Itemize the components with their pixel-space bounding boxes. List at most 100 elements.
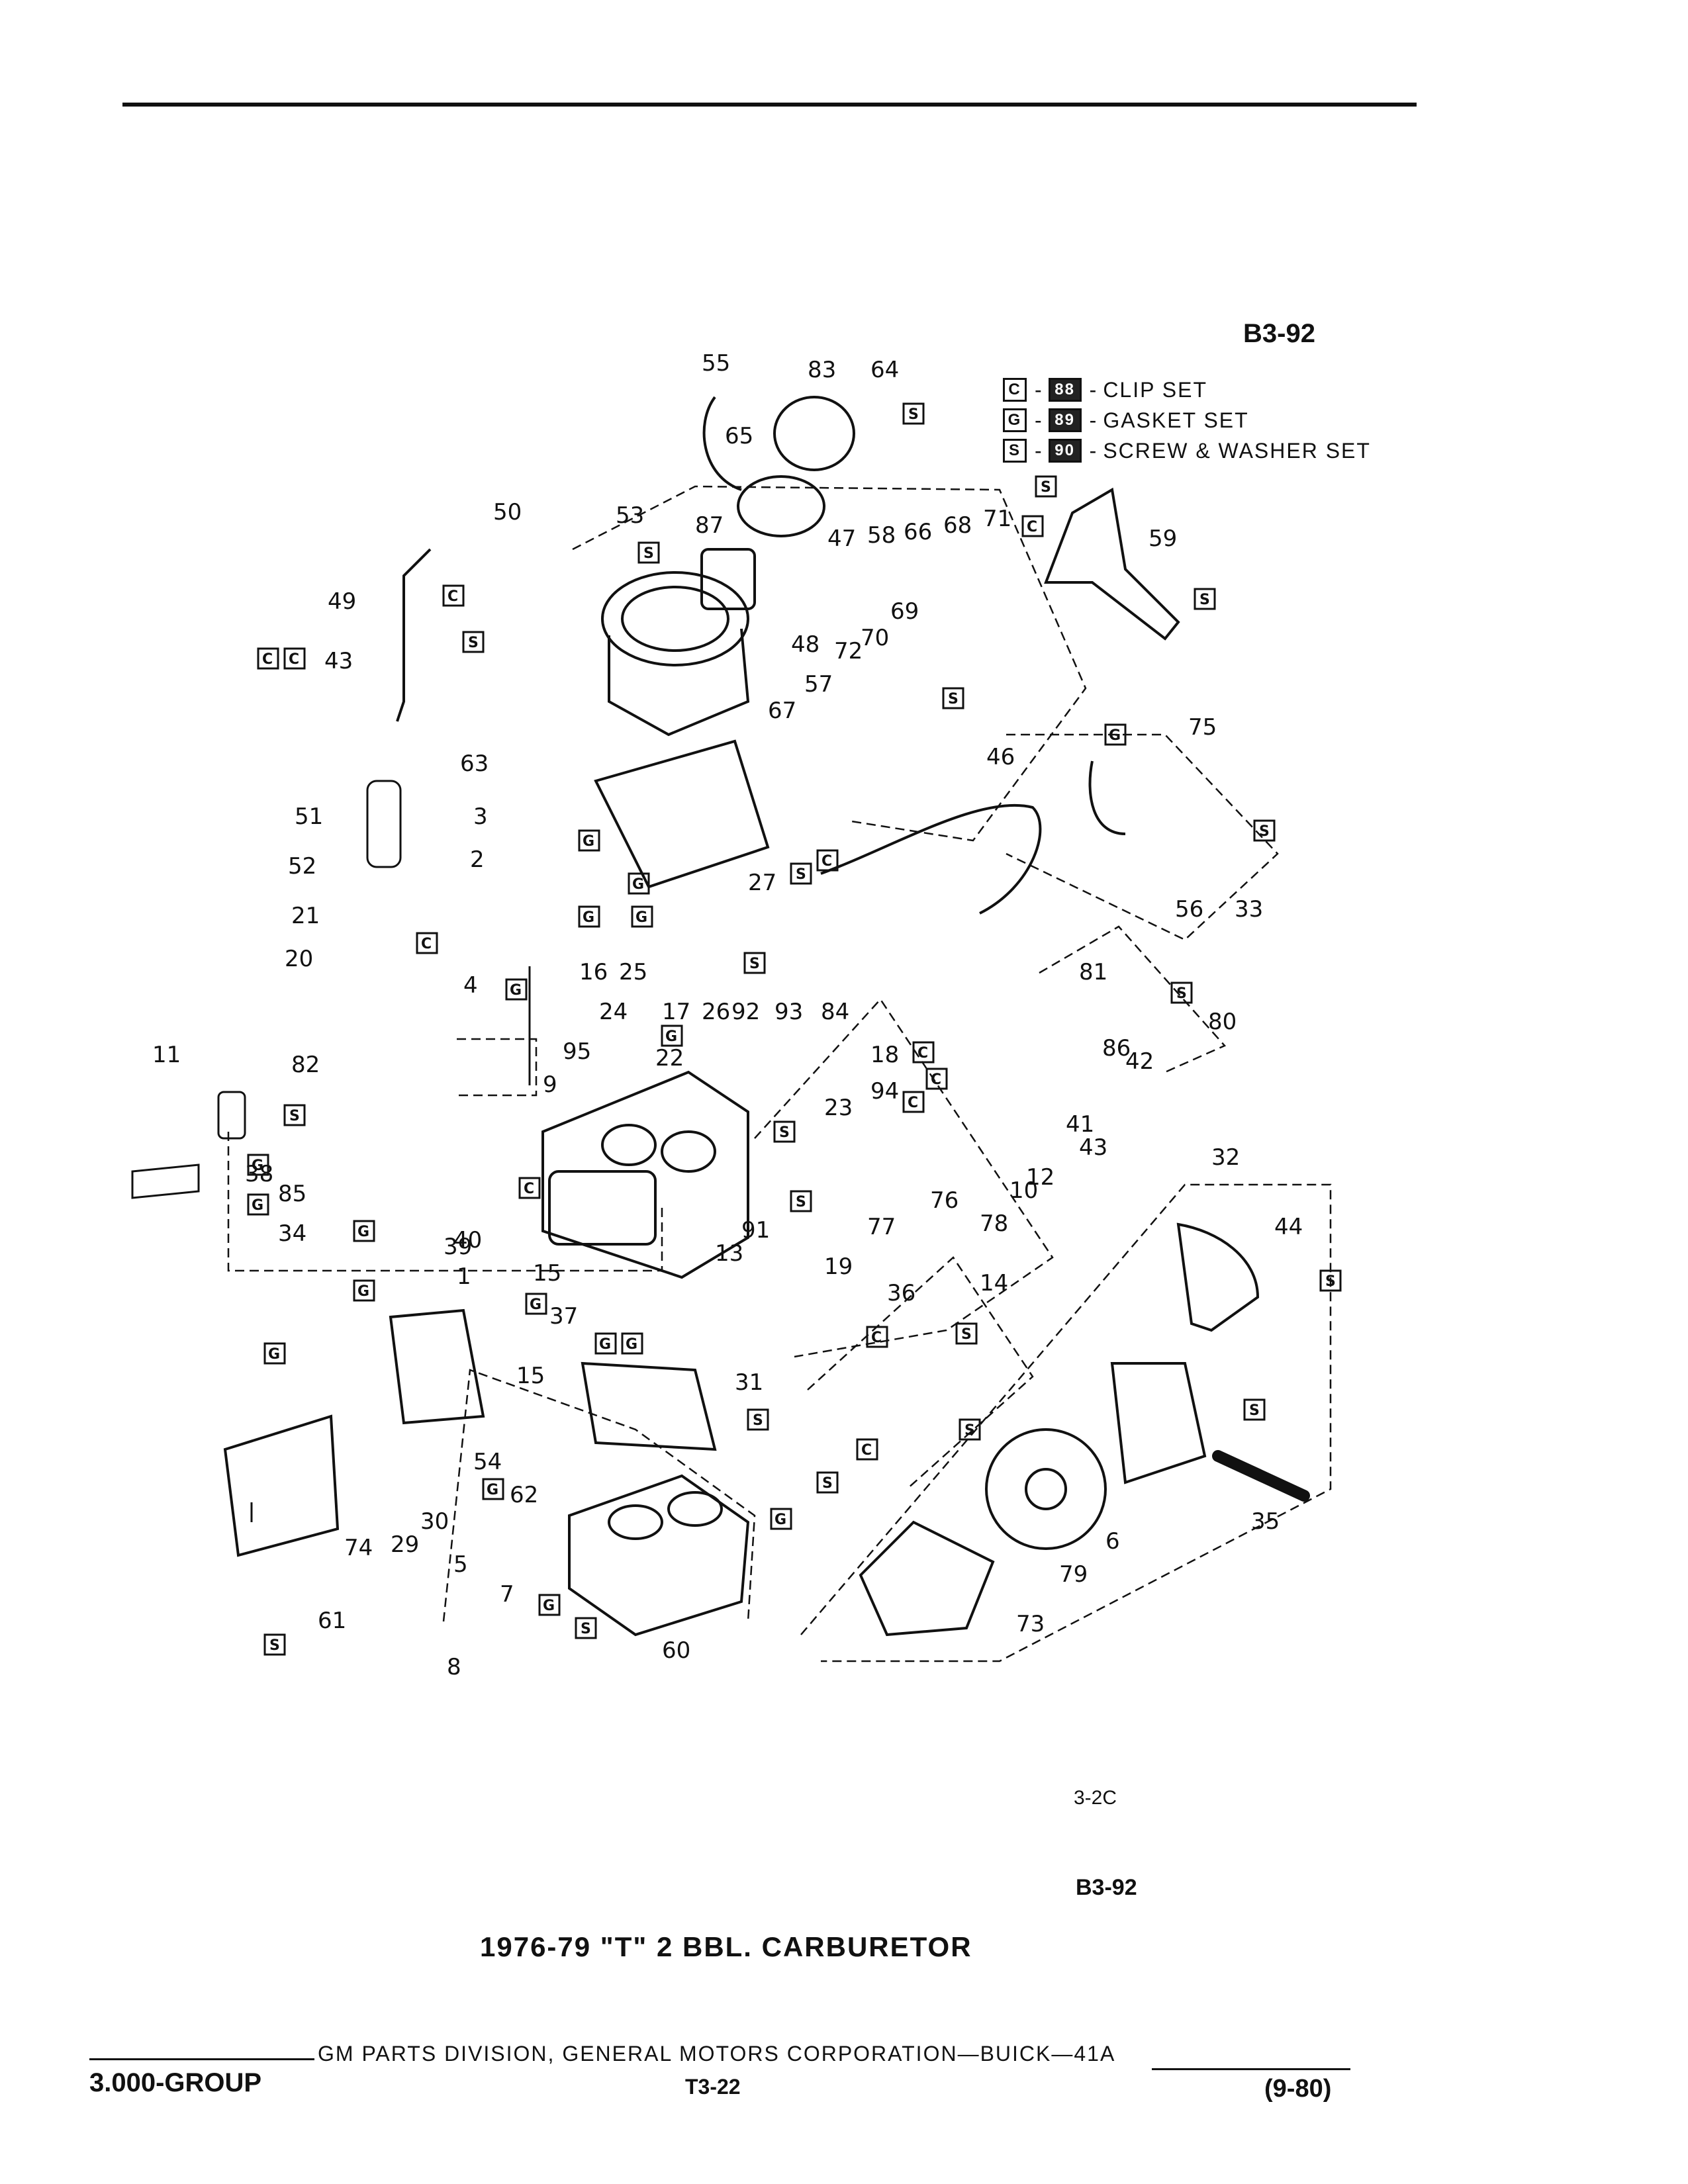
- callout: 61: [318, 1608, 346, 1634]
- clip-set-marker: C: [289, 651, 299, 668]
- legend-number-box: 88: [1048, 378, 1082, 402]
- screw-set-marker: S: [961, 1326, 972, 1343]
- gasket-set-marker: G: [252, 1197, 263, 1214]
- set-markers: S C S S C S S C C S G S G G S C G G S: [247, 402, 1342, 1656]
- callout: 36: [887, 1280, 915, 1306]
- callout: 79: [1059, 1561, 1088, 1588]
- gasket-set-marker: G: [583, 833, 594, 850]
- callout: 58: [867, 522, 896, 549]
- clip-set-marker: C: [861, 1442, 872, 1459]
- callout: 55: [702, 350, 730, 377]
- callout: 26: [702, 999, 730, 1025]
- screw-set-marker: S: [1041, 479, 1051, 496]
- callout: 10: [1009, 1177, 1038, 1204]
- callout: 81: [1079, 959, 1107, 985]
- gasket-set-marker: G: [268, 1346, 280, 1363]
- callout: 13: [715, 1240, 743, 1267]
- callout: 31: [735, 1369, 763, 1396]
- legend-number-box: 90: [1048, 439, 1082, 463]
- callout: 68: [943, 512, 972, 539]
- callout: 30: [420, 1508, 449, 1535]
- callout: 46: [986, 744, 1015, 770]
- footer-rule-left: [89, 2058, 314, 2060]
- callout: 47: [827, 525, 856, 552]
- throttle-body-outline: [442, 1369, 756, 1622]
- gasket-set-marker: G: [635, 909, 647, 926]
- legend-label: CLIP SET: [1103, 377, 1207, 402]
- clip-set-marker: C: [821, 853, 832, 870]
- callout: 56: [1175, 896, 1203, 923]
- callout: 20: [285, 946, 313, 972]
- footer-page: T3-22: [685, 2075, 741, 2099]
- callout: 76: [930, 1187, 959, 1214]
- callout: 95: [563, 1038, 591, 1065]
- lever-outline: [1039, 925, 1227, 1073]
- callout: 16: [579, 959, 608, 985]
- tubes-and-wires: [396, 548, 1310, 1502]
- pump-assembly: [859, 1222, 1260, 1637]
- screw-set-marker: S: [749, 956, 760, 972]
- gasket-set-marker: G: [774, 1512, 786, 1528]
- screw-set-marker: S: [1325, 1273, 1336, 1290]
- air-horn: [601, 548, 756, 737]
- gasket-set-marker: G: [583, 909, 594, 926]
- screw-set-marker: S: [796, 1194, 806, 1210]
- clip-set-marker: C: [871, 1330, 882, 1346]
- choke-cover-outline: [807, 1256, 1034, 1490]
- screw-set-marker: S: [948, 691, 959, 707]
- top-rule: [122, 103, 1417, 107]
- clip-set-marker: C: [447, 588, 458, 605]
- callout: 66: [904, 519, 932, 545]
- callout: 1: [457, 1263, 471, 1290]
- callout: 69: [890, 598, 919, 625]
- legend-label: GASKET SET: [1103, 408, 1249, 432]
- callout: 74: [344, 1535, 373, 1561]
- legend: C - 88 - CLIP SET G - 89 - GASKET SET S …: [1003, 375, 1371, 466]
- callout: 77: [867, 1214, 896, 1240]
- callout: 62: [510, 1482, 538, 1508]
- solenoid-outline: [1006, 733, 1279, 941]
- callout: 54: [473, 1449, 502, 1475]
- gasket-set-marker: G: [357, 1283, 369, 1300]
- clip-set-marker: C: [421, 936, 432, 952]
- callout: 83: [808, 357, 836, 383]
- screw-set-marker: S: [964, 1422, 975, 1439]
- callout: 32: [1211, 1144, 1240, 1171]
- callout: 33: [1235, 896, 1263, 923]
- small-parts: [131, 780, 531, 1522]
- callout: 3: [473, 803, 488, 830]
- callout: 84: [821, 999, 849, 1025]
- screw-set-marker: S: [468, 635, 479, 651]
- callout: 39: [444, 1234, 472, 1260]
- legend-label: SCREW & WASHER SET: [1103, 438, 1371, 463]
- clip-set-marker: C: [917, 1045, 928, 1062]
- footer-group: 3.000-GROUP: [89, 2068, 262, 2097]
- clip-set-marker: C: [931, 1071, 941, 1088]
- callout: 86: [1102, 1035, 1131, 1062]
- callout: 42: [1125, 1048, 1154, 1075]
- callout: 34: [278, 1220, 306, 1247]
- callout: 52: [288, 853, 316, 880]
- fast-idle-lever: [1044, 487, 1180, 641]
- carb-body: [541, 1070, 749, 1279]
- callout: 35: [1251, 1508, 1280, 1535]
- choke-outline: [754, 997, 1054, 1358]
- figure-code-top: B3-92: [1243, 319, 1315, 348]
- callout: 9: [543, 1071, 557, 1098]
- legend-number-box: 89: [1048, 408, 1082, 432]
- gasket-set-marker: G: [665, 1028, 677, 1045]
- figure-code-bottom: B3-92: [1076, 1875, 1137, 1900]
- footer-division: GM PARTS DIVISION, GENERAL MOTORS CORPOR…: [318, 2042, 1116, 2066]
- screw-set-marker: S: [581, 1621, 591, 1637]
- gaskets: [223, 739, 770, 1557]
- gasket-set-marker: G: [357, 1224, 369, 1240]
- callout: 15: [533, 1260, 561, 1287]
- screw-set-marker: S: [779, 1124, 790, 1141]
- callout: 43: [324, 648, 353, 674]
- screw-set-marker: S: [1259, 823, 1270, 840]
- callout: 65: [725, 423, 753, 449]
- callout: 64: [870, 357, 899, 383]
- callout: 2: [470, 846, 485, 873]
- callout: 5: [453, 1551, 468, 1578]
- screw-set-marker: S: [289, 1108, 300, 1124]
